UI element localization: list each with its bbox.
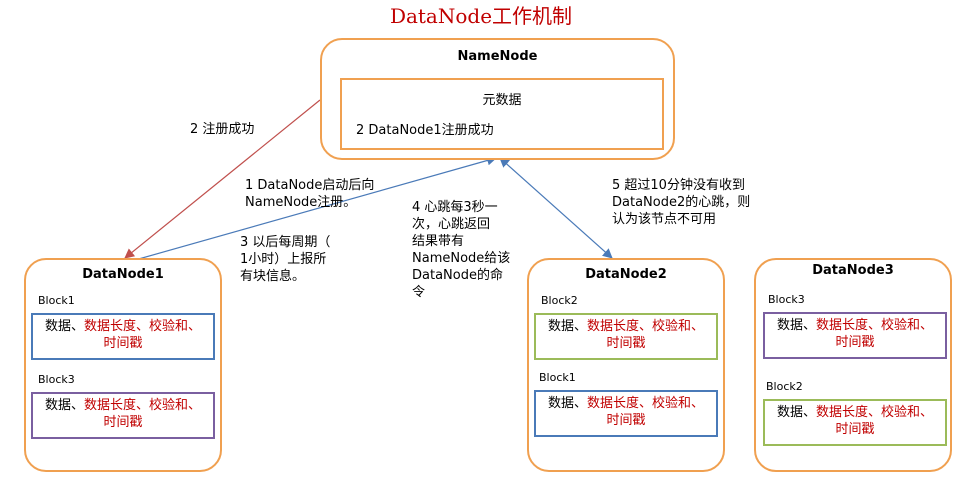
metadata-title: 元数据 xyxy=(482,93,522,108)
report-blocks-note: 3 以后每周期（ 1小时）上报所 有块信息。 xyxy=(240,235,331,284)
startup-register-note: 1 DataNode启动后向 NameNode注册。 xyxy=(245,178,375,210)
datanode3-title: DataNode3 xyxy=(812,263,894,278)
heartbeat-note: 4 心跳每3秒一 次，心跳返回 结果带有 NameNode给该 DataNode… xyxy=(412,200,511,300)
register-request-arrow xyxy=(127,155,497,263)
block-info: 数据、数据长度、校验和、时间戳 xyxy=(534,313,718,360)
block-label: Block2 xyxy=(541,294,578,307)
datanode2-box: DataNode2 Block2 数据、数据长度、校验和、时间戳 Block1 … xyxy=(527,258,725,472)
namenode-box: NameNode 元数据 2 DataNode1注册成功 xyxy=(320,38,675,160)
metadata-box: 元数据 2 DataNode1注册成功 xyxy=(340,78,664,150)
block-info: 数据、数据长度、校验和、时间戳 xyxy=(534,390,718,437)
heartbeat-arrow xyxy=(499,157,613,259)
block-info: 数据、数据长度、校验和、时间戳 xyxy=(763,312,947,359)
datanode2-title: DataNode2 xyxy=(585,267,667,282)
datanode3-box: DataNode3 Block3 数据、数据长度、校验和、时间戳 Block2 … xyxy=(754,258,952,472)
block-info: 数据、数据长度、校验和、时间戳 xyxy=(763,399,947,446)
block-label: Block1 xyxy=(539,371,576,384)
block-label: Block3 xyxy=(768,293,805,306)
register-success-note: 2 注册成功 xyxy=(190,122,255,137)
timeout-note: 5 超过10分钟没有收到 DataNode2的心跳，则 认为该节点不可用 xyxy=(612,178,751,227)
register-success-arrow xyxy=(124,99,321,259)
datanode1-box: DataNode1 Block1 数据、数据长度、校验和、时间戳 Block3 … xyxy=(24,258,222,472)
metadata-entry: 2 DataNode1注册成功 xyxy=(356,123,494,138)
block-info: 数据、数据长度、校验和、时间戳 xyxy=(31,392,215,439)
block-label: Block1 xyxy=(38,294,75,307)
diagram-title: DataNode工作机制 xyxy=(389,4,573,28)
block-label: Block3 xyxy=(38,373,75,386)
block-info: 数据、数据长度、校验和、时间戳 xyxy=(31,313,215,360)
namenode-title: NameNode xyxy=(457,49,538,64)
datanode1-title: DataNode1 xyxy=(82,267,164,282)
block-label: Block2 xyxy=(766,380,803,393)
